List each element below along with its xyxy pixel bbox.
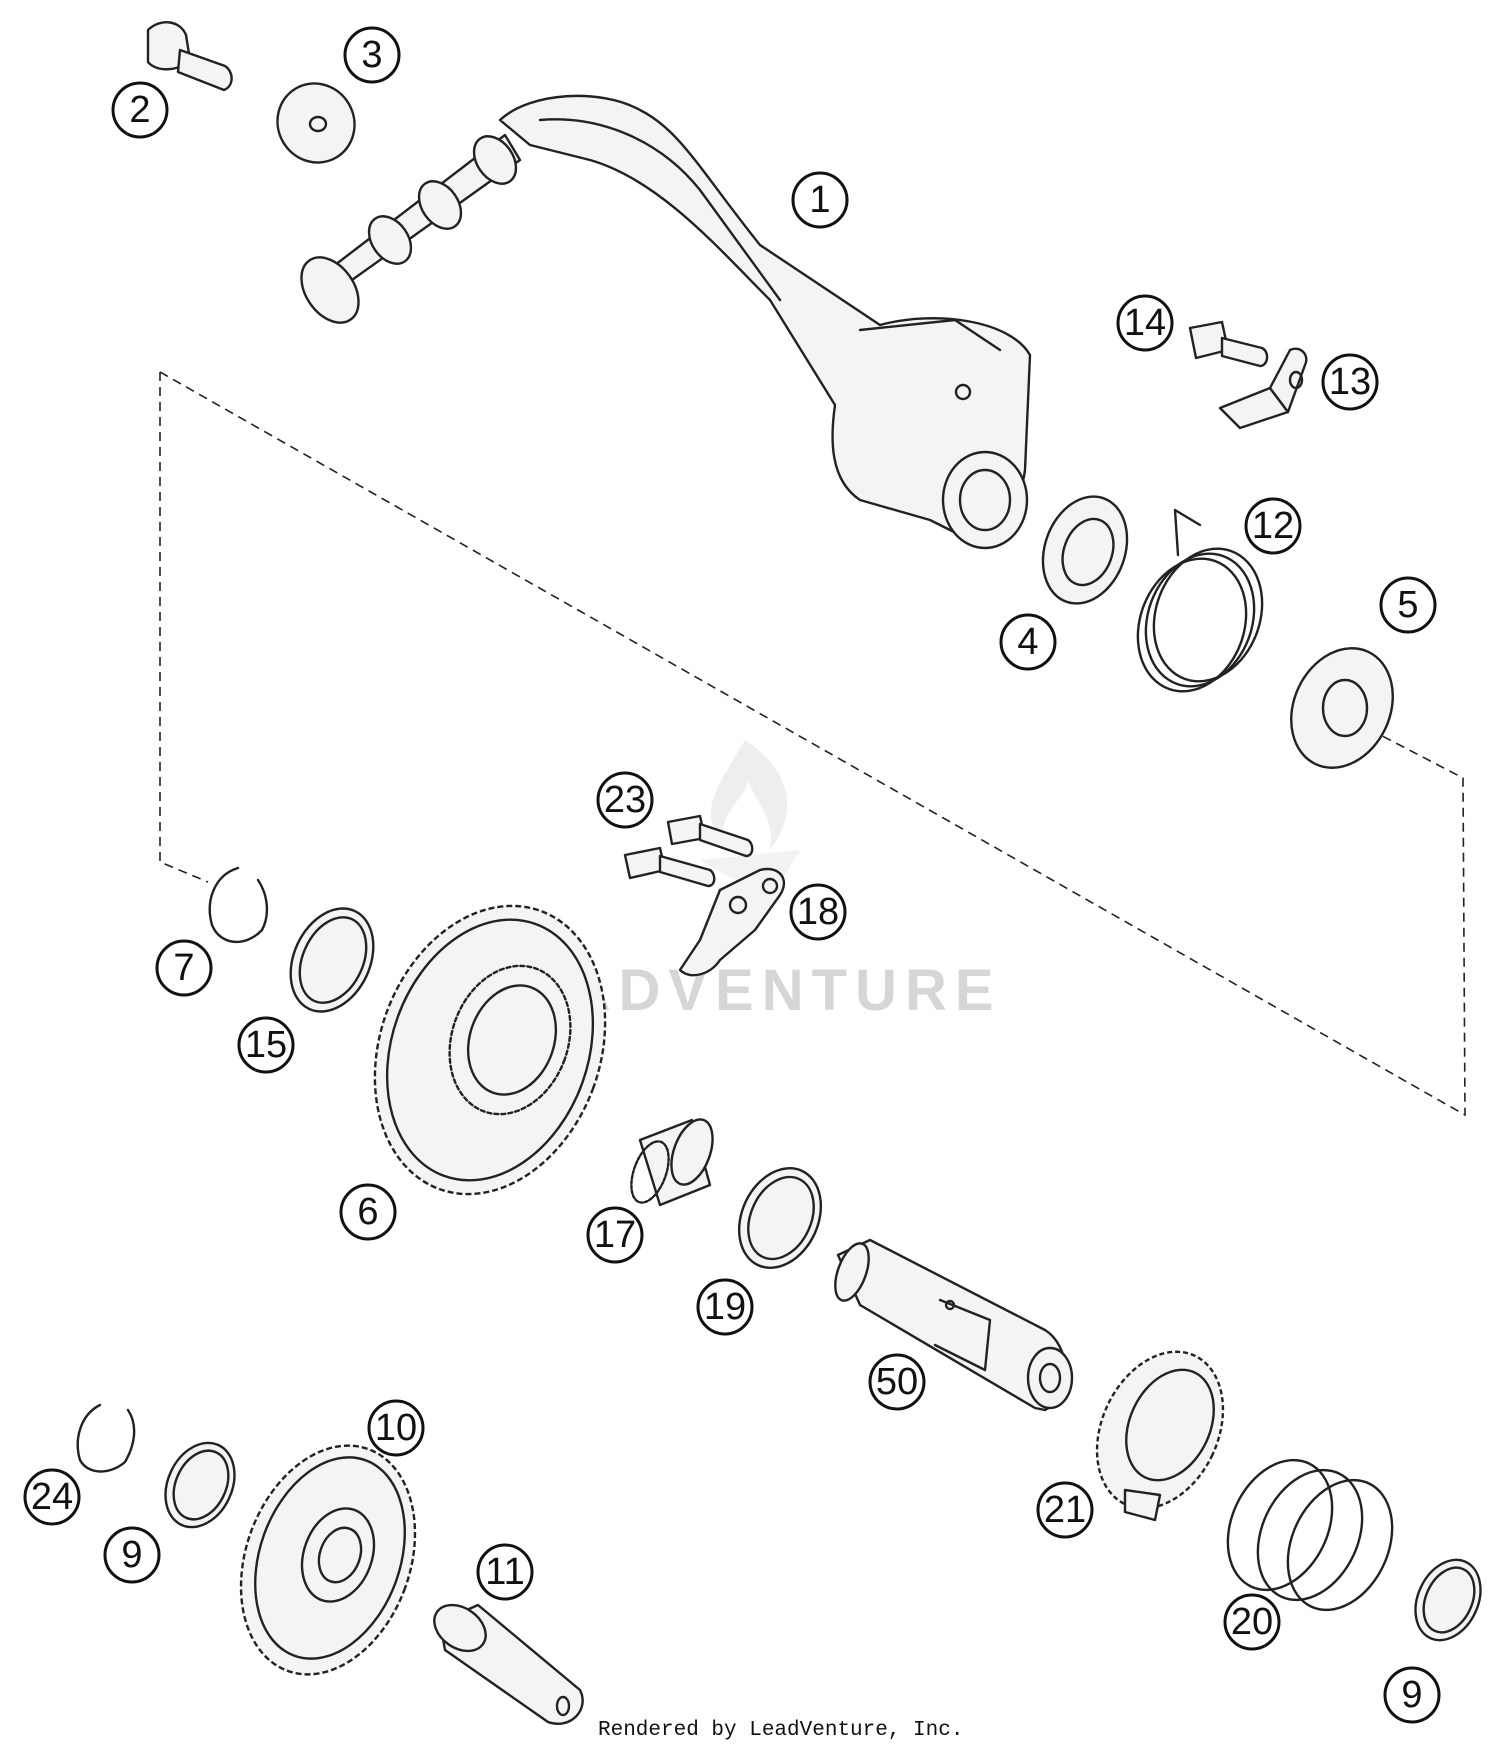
callout-18: 18	[789, 883, 847, 941]
part-24-circlip	[76, 1403, 136, 1473]
svg-text:14: 14	[1124, 302, 1166, 344]
svg-text:17: 17	[594, 1214, 636, 1256]
part-23-bolts	[623, 814, 754, 888]
callout-9-right: 9	[1383, 1666, 1441, 1724]
callout-5: 5	[1379, 576, 1437, 634]
part-50-kickstarter-shaft	[834, 1238, 1074, 1412]
callout-4: 4	[999, 613, 1057, 671]
svg-text:9: 9	[1401, 1674, 1422, 1716]
part-9-washer-left	[164, 1441, 236, 1529]
part-10-idler-gear	[239, 1444, 417, 1676]
part-2-bolt	[146, 21, 233, 92]
svg-text:15: 15	[245, 1024, 287, 1066]
part-19-washer	[737, 1167, 823, 1269]
svg-text:5: 5	[1397, 584, 1418, 626]
part-12-kickstarter-spring	[1136, 508, 1264, 693]
svg-text:3: 3	[361, 34, 382, 76]
part-15-washer	[289, 907, 375, 1013]
callout-11: 11	[476, 1543, 534, 1601]
part-14-bolt	[1188, 320, 1269, 368]
callout-24: 24	[23, 1468, 81, 1526]
svg-text:2: 2	[129, 89, 150, 131]
assembly-dashed-lines	[159, 371, 1466, 1117]
svg-text:18: 18	[797, 891, 839, 933]
svg-text:23: 23	[604, 779, 646, 821]
part-6-kickstarter-gear	[373, 904, 607, 1196]
svg-text:4: 4	[1017, 621, 1038, 663]
callout-9-left: 9	[103, 1526, 161, 1584]
part-17-needle-bearing	[630, 1118, 714, 1207]
svg-text:24: 24	[31, 1476, 73, 1518]
part-20-spring	[1226, 1458, 1394, 1612]
part-9-washer-right	[1414, 1558, 1482, 1642]
svg-text:6: 6	[357, 1191, 378, 1233]
svg-text:20: 20	[1231, 1601, 1273, 1643]
svg-text:19: 19	[704, 1286, 746, 1328]
part-18-pawl	[678, 867, 786, 977]
callout-7: 7	[155, 939, 213, 997]
callout-21: 21	[1036, 1481, 1094, 1539]
part-1-kickstarter-lever	[300, 94, 1032, 550]
part-13-bracket	[1218, 347, 1308, 430]
callout-1: 1	[791, 171, 849, 229]
svg-text:1: 1	[809, 179, 830, 221]
callout-14: 14	[1116, 294, 1174, 352]
callout-50: 50	[868, 1353, 926, 1411]
callout-23: 23	[596, 771, 654, 829]
part-3-washer	[276, 82, 356, 164]
svg-text:10: 10	[375, 1407, 417, 1449]
callout-3: 3	[343, 26, 401, 84]
part-7-circlip	[208, 866, 269, 944]
svg-text:50: 50	[876, 1361, 918, 1403]
part-4-oil-seal	[1041, 495, 1129, 605]
callout-15: 15	[237, 1016, 295, 1074]
svg-text:12: 12	[1252, 505, 1294, 547]
callout-12: 12	[1244, 497, 1302, 555]
render-credit: Rendered by LeadVenture, Inc.	[598, 1719, 963, 1742]
callout-6: 6	[339, 1183, 397, 1241]
svg-text:7: 7	[173, 947, 194, 989]
part-11-idler-pin	[433, 1603, 584, 1725]
part-5-washer	[1290, 647, 1394, 769]
callout-10: 10	[367, 1399, 425, 1457]
svg-text:13: 13	[1329, 361, 1371, 403]
svg-text:21: 21	[1044, 1489, 1086, 1531]
callout-13: 13	[1321, 353, 1379, 411]
callout-19: 19	[696, 1278, 754, 1336]
callout-2: 2	[111, 81, 169, 139]
part-21-ratchet-gear	[1095, 1350, 1225, 1522]
svg-text:9: 9	[121, 1534, 142, 1576]
callout-17: 17	[586, 1206, 644, 1264]
callouts: 1 2 3 4 5 6 7 9 9 10 11 12 13 14 15 17 1…	[23, 26, 1441, 1724]
svg-text:11: 11	[485, 1551, 524, 1593]
callout-20: 20	[1223, 1593, 1281, 1651]
